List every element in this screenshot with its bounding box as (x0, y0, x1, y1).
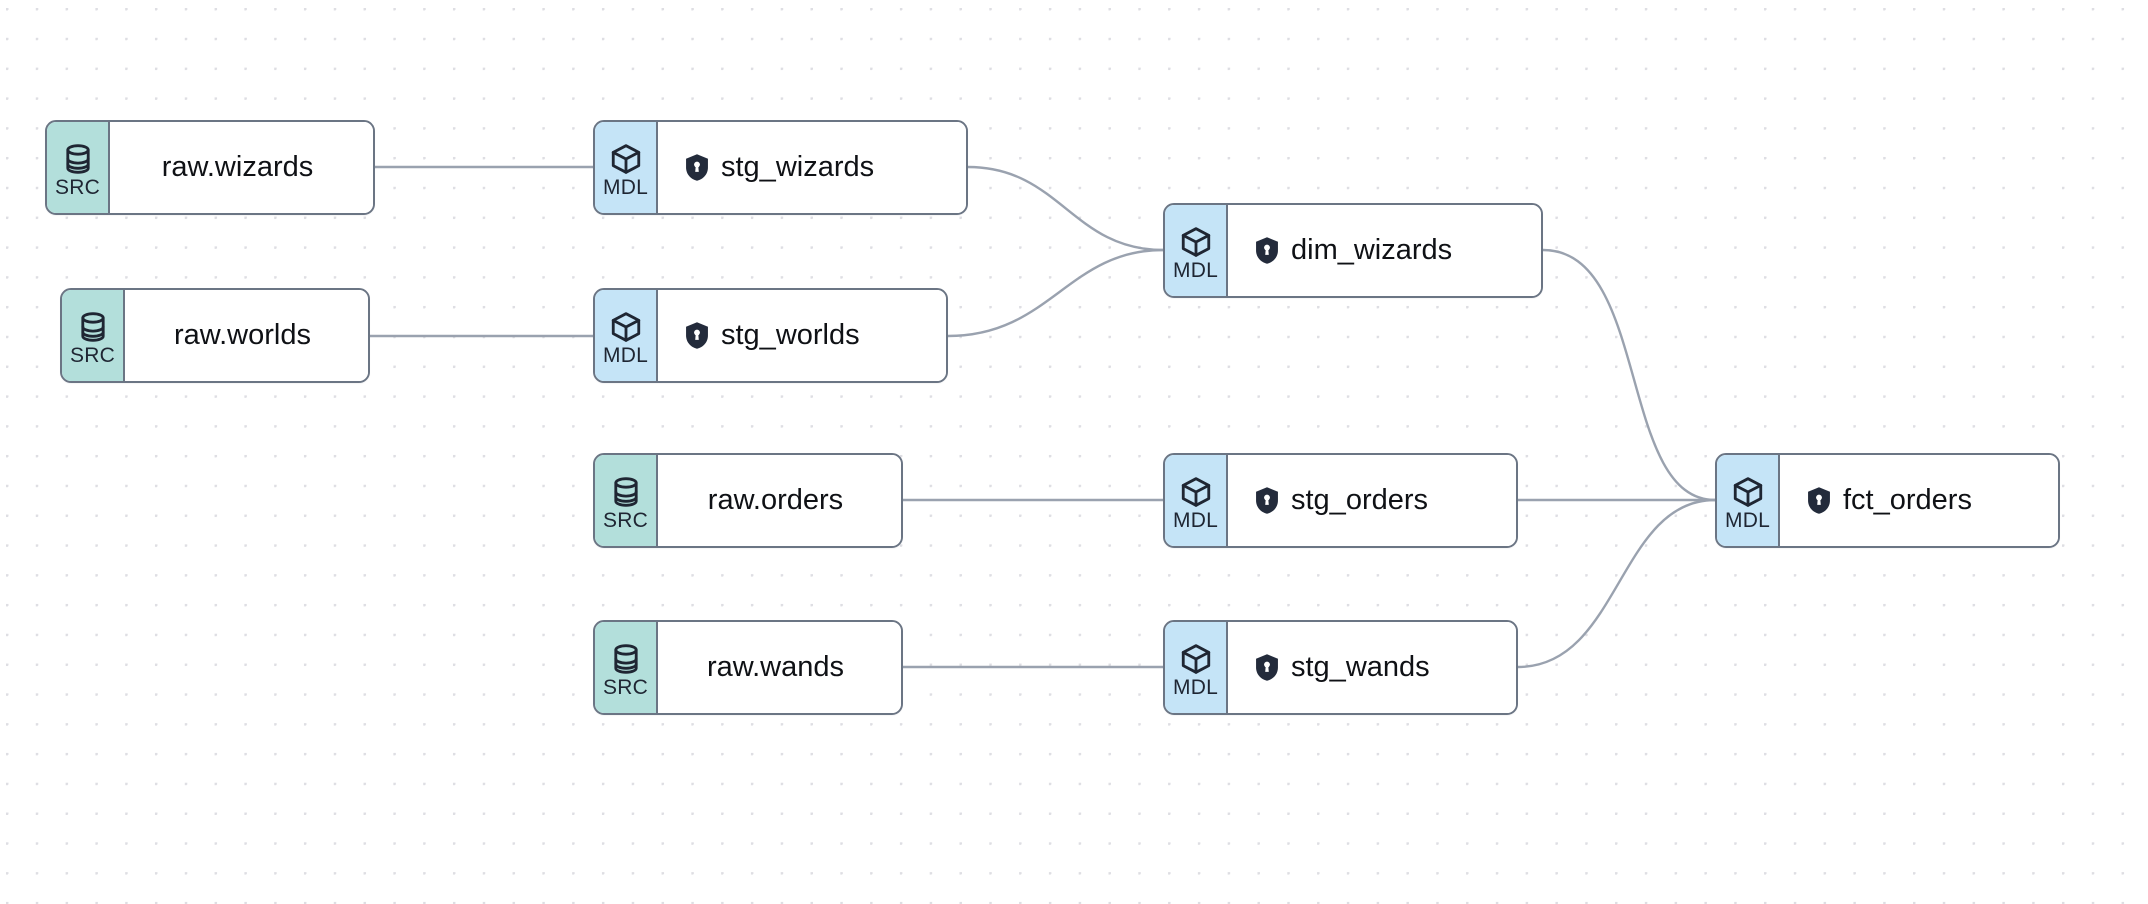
node-stg_orders[interactable]: MDL stg_orders (1163, 453, 1518, 548)
database-icon (61, 142, 95, 176)
node-body: stg_worlds (658, 290, 946, 381)
cube-icon (1179, 475, 1213, 509)
node-raw_worlds[interactable]: SRC raw.worlds (60, 288, 370, 383)
node-raw_wizards[interactable]: SRC raw.wizards (45, 120, 375, 215)
node-body: raw.worlds (125, 290, 368, 381)
shield-lock-icon (684, 321, 710, 350)
edge-stg_wands-to-fct_orders[interactable] (1516, 498, 1717, 669)
node-label: raw.orders (707, 483, 844, 516)
database-icon (609, 475, 643, 509)
node-type-label: MDL (603, 343, 648, 367)
node-raw_wands[interactable]: SRC raw.wands (593, 620, 903, 715)
node-type-label: SRC (603, 508, 648, 532)
edge-stg_wizards-to-dim_wizards[interactable] (966, 165, 1165, 252)
node-type-badge-mdl: MDL (595, 290, 658, 381)
node-label: stg_wizards (721, 150, 875, 183)
node-type-label: MDL (1173, 508, 1218, 532)
node-type-badge-src: SRC (595, 622, 658, 713)
shield-lock-icon (684, 153, 710, 182)
node-type-label: MDL (1173, 675, 1218, 699)
node-body: stg_wands (1228, 622, 1516, 713)
node-type-badge-src: SRC (595, 455, 658, 546)
node-raw_orders[interactable]: SRC raw.orders (593, 453, 903, 548)
shield-lock-icon (1806, 486, 1832, 515)
node-body: fct_orders (1780, 455, 2058, 546)
node-type-badge-mdl: MDL (595, 122, 658, 213)
node-dim_wizards[interactable]: MDL dim_wizards (1163, 203, 1543, 298)
node-type-badge-mdl: MDL (1717, 455, 1780, 546)
cube-icon (1179, 225, 1213, 259)
node-type-label: MDL (1725, 508, 1770, 532)
node-type-badge-mdl: MDL (1165, 622, 1228, 713)
node-body: raw.wands (658, 622, 901, 713)
node-label: stg_worlds (721, 318, 860, 351)
node-type-label: SRC (70, 343, 115, 367)
cube-icon (1731, 475, 1765, 509)
node-fct_orders[interactable]: MDL fct_orders (1715, 453, 2060, 548)
node-label: raw.wands (706, 650, 844, 683)
node-type-label: SRC (55, 175, 100, 199)
node-type-label: MDL (1173, 258, 1218, 282)
node-body: dim_wizards (1228, 205, 1541, 296)
node-type-badge-mdl: MDL (1165, 455, 1228, 546)
shield-lock-icon (1254, 653, 1280, 682)
node-type-label: SRC (603, 675, 648, 699)
node-type-badge-mdl: MDL (1165, 205, 1228, 296)
edge-stg_worlds-to-dim_wizards[interactable] (946, 248, 1165, 338)
edge-dim_wizards-to-fct_orders[interactable] (1541, 248, 1717, 502)
database-icon (609, 642, 643, 676)
shield-lock-icon (1254, 486, 1280, 515)
node-stg_worlds[interactable]: MDL stg_worlds (593, 288, 948, 383)
cube-icon (1179, 642, 1213, 676)
node-type-badge-src: SRC (47, 122, 110, 213)
node-body: raw.wizards (110, 122, 373, 213)
node-label: stg_wands (1291, 650, 1430, 683)
node-label: fct_orders (1843, 483, 1972, 516)
node-stg_wizards[interactable]: MDL stg_wizards (593, 120, 968, 215)
node-label: raw.wizards (161, 150, 314, 183)
node-label: raw.worlds (174, 318, 311, 351)
cube-icon (609, 142, 643, 176)
node-label: dim_wizards (1291, 233, 1453, 266)
database-icon (76, 310, 110, 344)
node-label: stg_orders (1291, 483, 1429, 516)
node-stg_wands[interactable]: MDL stg_wands (1163, 620, 1518, 715)
node-type-label: MDL (603, 175, 648, 199)
node-type-badge-src: SRC (62, 290, 125, 381)
node-body: stg_orders (1228, 455, 1516, 546)
shield-lock-icon (1254, 236, 1280, 265)
node-body: raw.orders (658, 455, 901, 546)
cube-icon (609, 310, 643, 344)
node-body: stg_wizards (658, 122, 966, 213)
